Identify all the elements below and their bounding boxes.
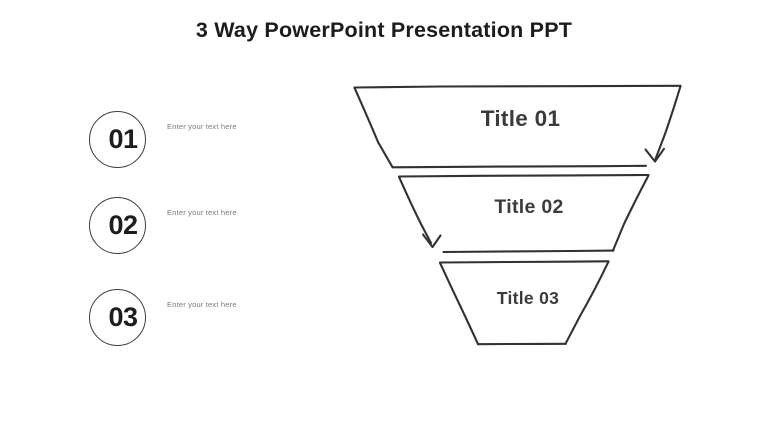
- legend-list: 01 Enter your text here 02 Enter your te…: [0, 0, 300, 432]
- segment-1-left-edge: [353, 86, 394, 169]
- legend-placeholder-text[interactable]: Enter your text here: [167, 122, 237, 131]
- list-item[interactable]: 02 Enter your text here: [0, 197, 300, 259]
- segment-1-right-edge: [654, 85, 682, 161]
- legend-placeholder-text[interactable]: Enter your text here: [167, 300, 237, 309]
- arrow-down-icon: [421, 233, 442, 249]
- funnel-segment-2-label: Title 02: [494, 196, 564, 218]
- legend-placeholder-text[interactable]: Enter your text here: [167, 208, 237, 217]
- list-item[interactable]: 03 Enter your text here: [0, 289, 300, 351]
- segment-2-top-edge: [397, 173, 650, 178]
- page-title: 3 Way PowerPoint Presentation PPT: [195, 18, 573, 42]
- segment-1-top-edge: [353, 84, 682, 89]
- segment-2-bottom-edge: [442, 249, 615, 254]
- funnel-segment-3[interactable]: [438, 260, 610, 346]
- funnel-segment-1[interactable]: [353, 84, 682, 169]
- circle-outline-icon: [89, 197, 146, 254]
- segment-3-left-edge: [438, 261, 480, 346]
- funnel-segment-1-label: Title 01: [480, 106, 561, 131]
- arrow-down-icon: [644, 147, 666, 163]
- funnel-segment-3-label: Title 03: [496, 288, 560, 308]
- segment-1-bottom-edge: [391, 164, 648, 169]
- circle-outline-icon: [89, 111, 146, 168]
- list-item[interactable]: 01 Enter your text here: [0, 111, 300, 173]
- legend-number: 01: [108, 124, 138, 154]
- circle-outline-icon: [89, 289, 146, 346]
- segment-3-right-edge: [564, 260, 610, 345]
- legend-number: 02: [108, 210, 138, 240]
- funnel-segment-2[interactable]: [397, 173, 650, 254]
- segment-2-right-edge: [611, 174, 650, 252]
- segment-2-left-edge: [397, 175, 433, 245]
- segment-3-top-edge: [438, 260, 610, 264]
- legend-number: 03: [108, 302, 138, 332]
